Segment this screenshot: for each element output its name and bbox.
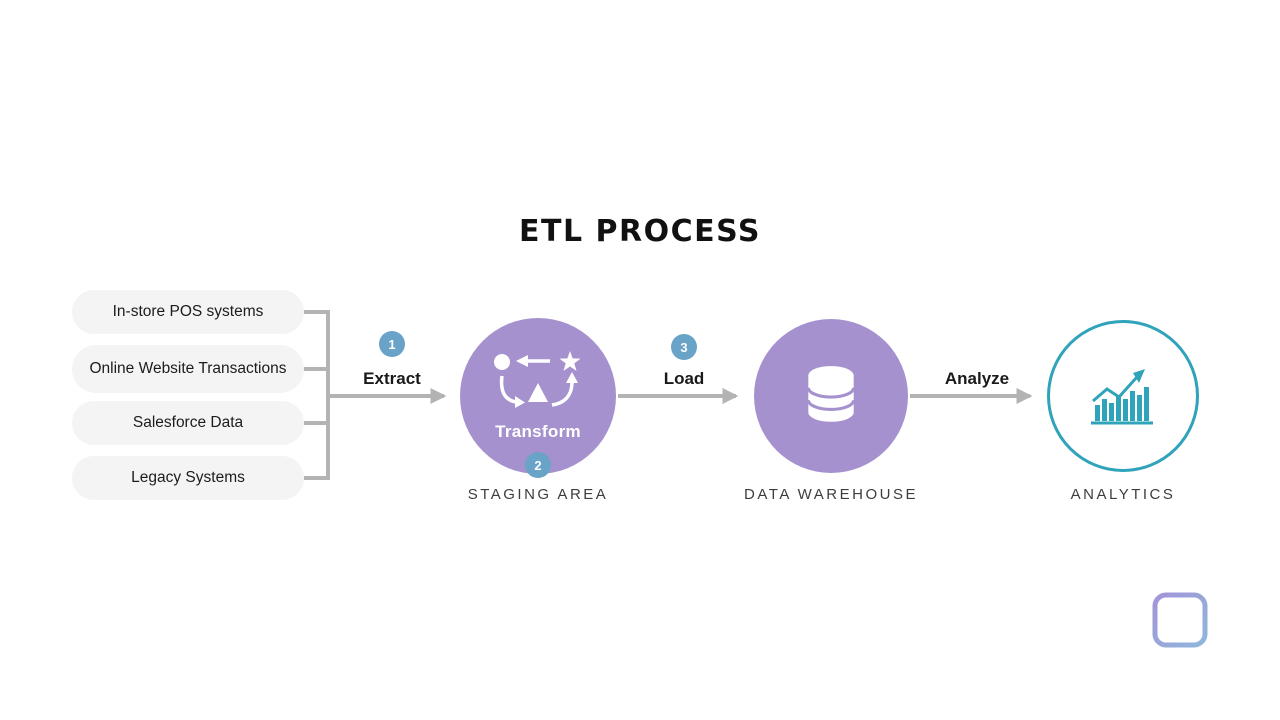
brand-logo-icon [1152, 592, 1208, 648]
step-number: 3 [680, 339, 688, 355]
transform-icon [494, 351, 581, 408]
step-number: 1 [388, 336, 396, 352]
source-label: Salesforce Data [132, 414, 244, 432]
staging-area-label: STAGING AREA [467, 486, 609, 503]
staging-area-node: Transform [460, 318, 616, 474]
data-warehouse-node [754, 319, 908, 473]
step-number: 2 [534, 457, 542, 473]
source-pill-legacy: Legacy Systems [72, 456, 304, 500]
step-badge-transform: 2 [525, 452, 551, 478]
load-label: Load [663, 369, 705, 388]
database-icon [806, 366, 856, 422]
source-label: In-store POS systems [112, 303, 264, 321]
step-badge-load: 3 [671, 334, 697, 360]
source-pill-salesforce: Salesforce Data [72, 401, 304, 445]
analytics-label: ANALYTICS [1070, 486, 1176, 503]
page-title: ETL PROCESS [519, 214, 761, 249]
extract-label: Extract [363, 369, 421, 388]
analyze-label: Analyze [944, 369, 1010, 388]
source-label: Legacy Systems [131, 469, 245, 487]
source-pill-pos: In-store POS systems [72, 290, 304, 334]
analytics-node [1047, 320, 1199, 472]
step-badge-extract: 1 [379, 331, 405, 357]
bar-chart-icon [1091, 369, 1153, 425]
transform-label: Transform [495, 422, 581, 441]
source-label: Online Website Transactions [89, 360, 287, 378]
data-warehouse-label: DATA WAREHOUSE [744, 486, 918, 503]
source-pill-online: Online Website Transactions [72, 345, 304, 393]
